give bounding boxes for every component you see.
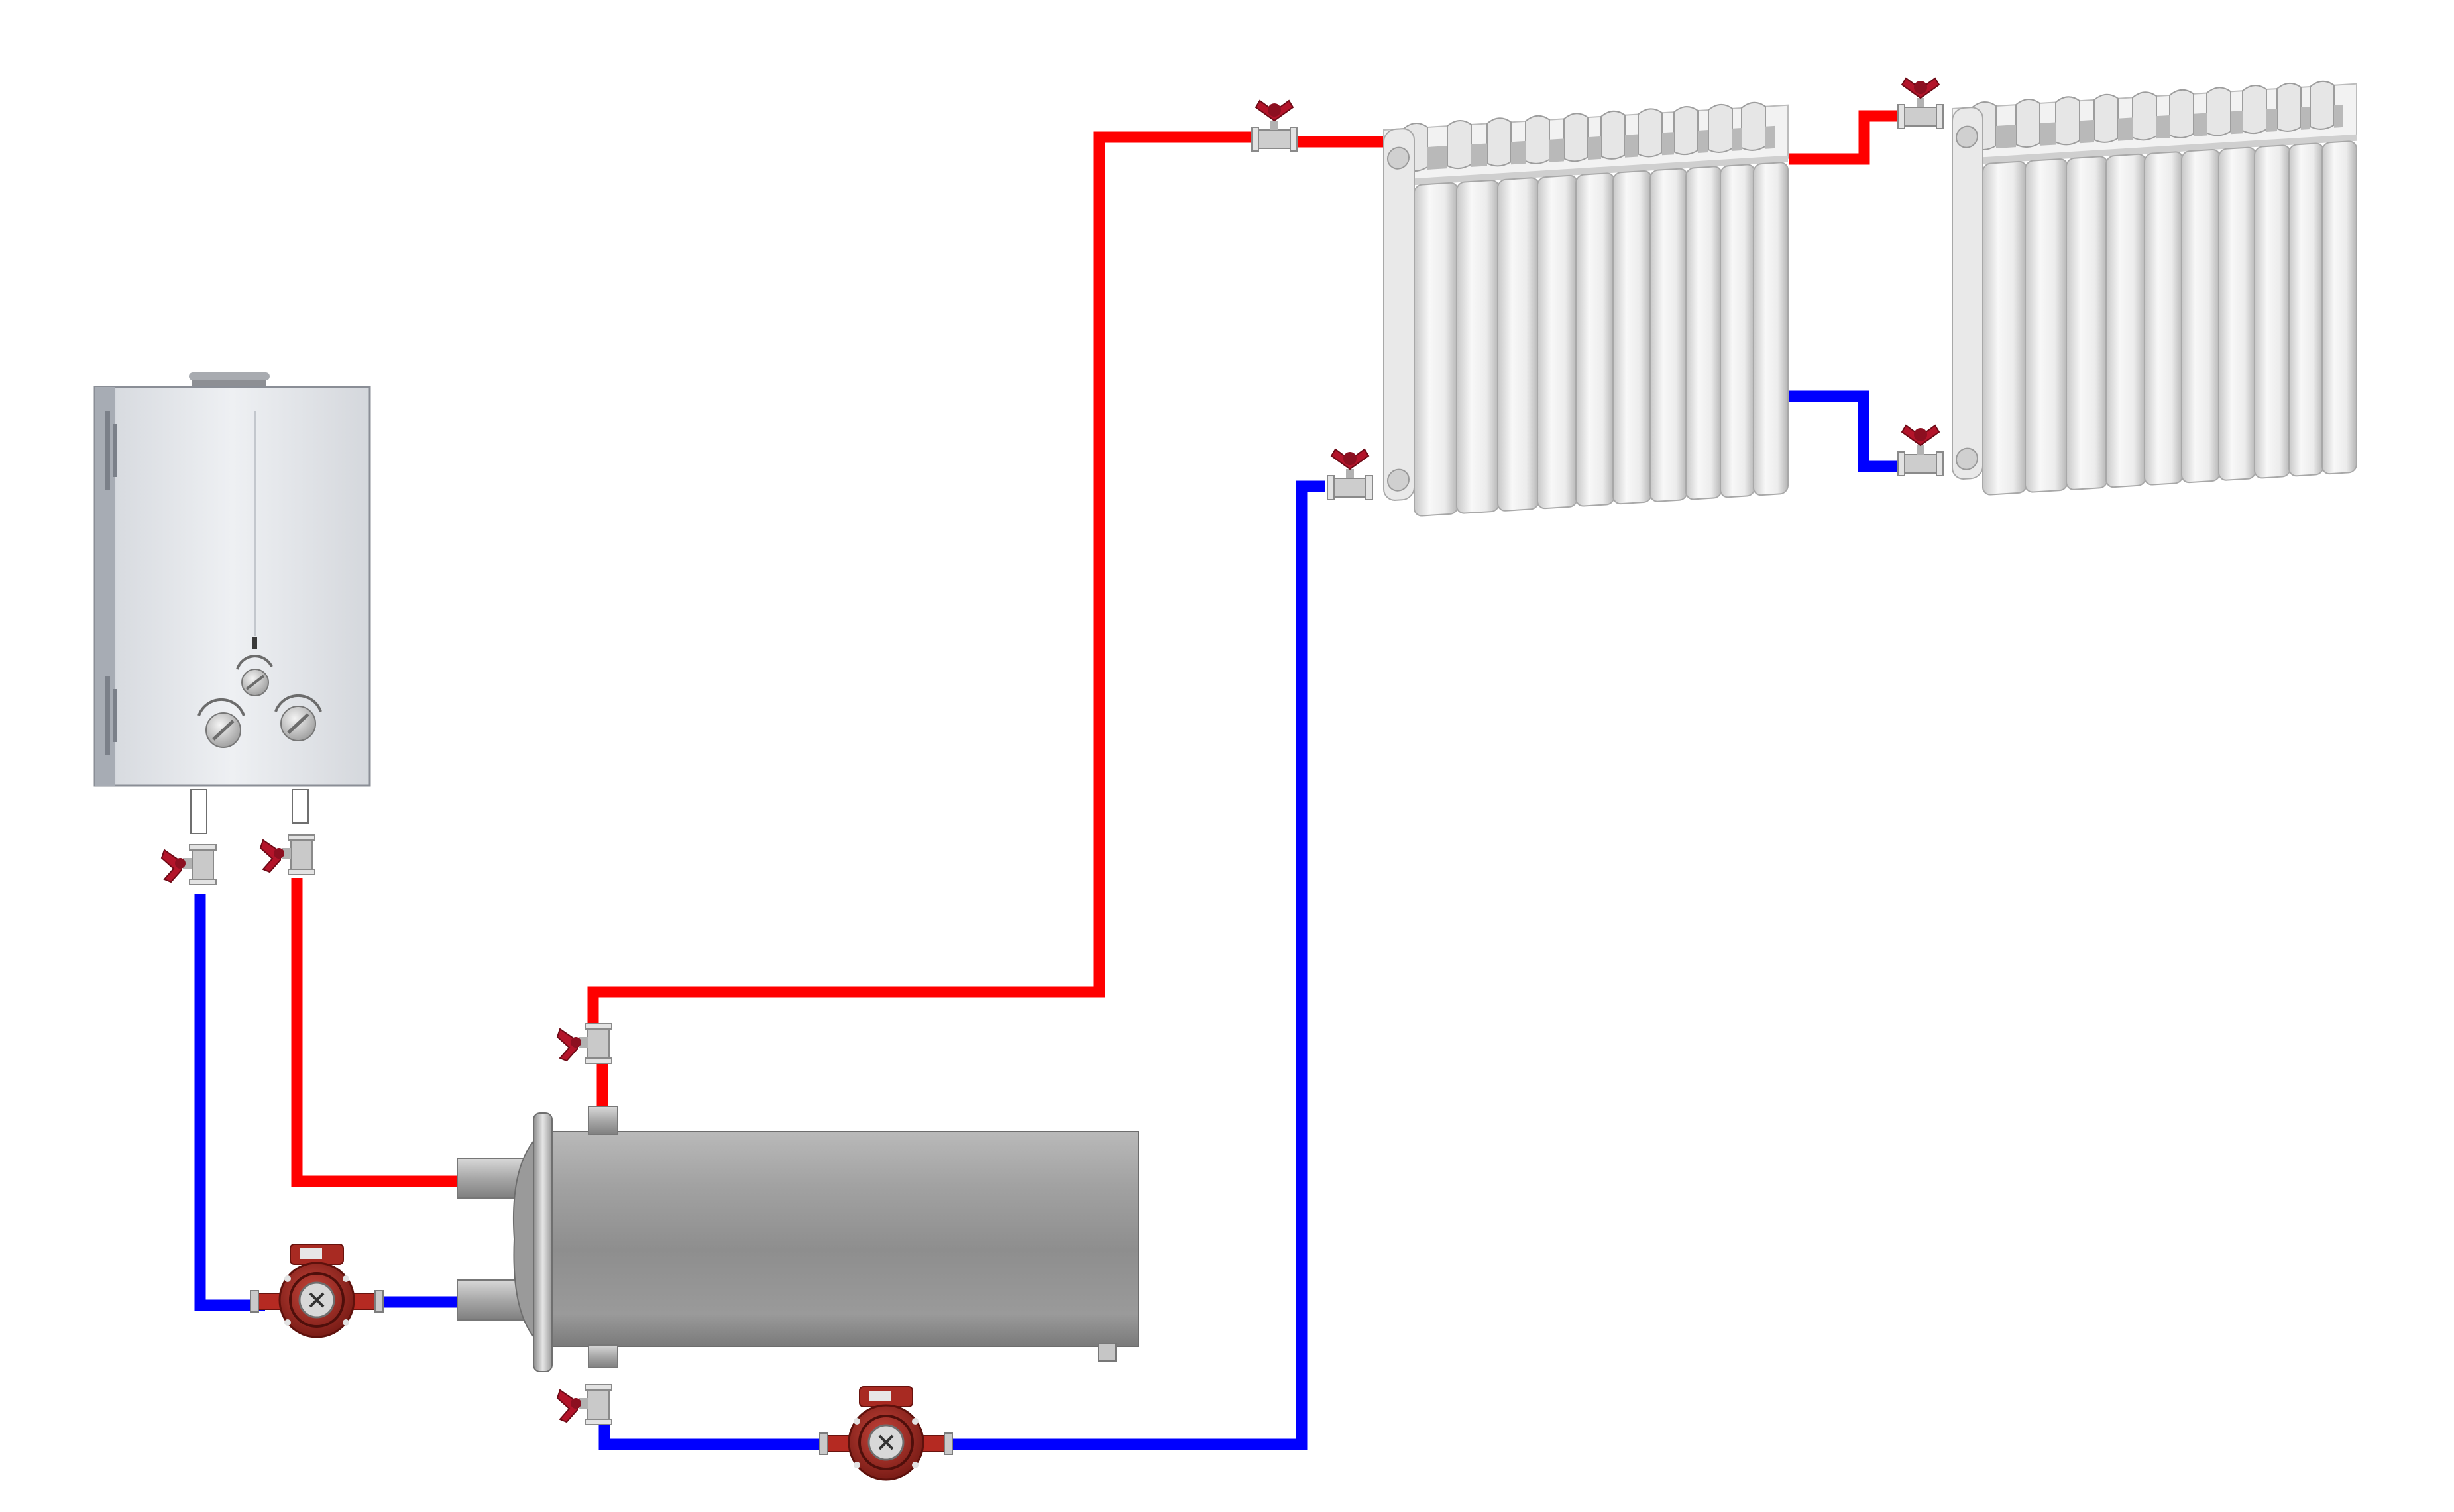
return-pipe-to-radiator <box>941 480 1325 1450</box>
radiator-icon <box>1952 78 2357 498</box>
ball-valve-icon <box>1327 449 1373 500</box>
ball-valve-icon <box>1897 78 1944 129</box>
return-pipe-boiler <box>194 894 265 1311</box>
ball-valve-icon <box>1897 425 1944 476</box>
supply-pipe-tank-to-radiator <box>587 131 1253 1107</box>
circulation-pump-icon <box>818 1385 954 1481</box>
supply-pipe-boiler-to-tank <box>291 878 457 1187</box>
ball-valve-icon <box>1251 100 1298 152</box>
supply-pipe-radiator-to-radiator <box>1789 110 1897 165</box>
ball-valve-icon <box>557 1023 612 1064</box>
ball-valve-icon <box>557 1384 612 1425</box>
cylinder-tank-icon <box>457 1106 1139 1372</box>
ball-valve-icon <box>161 844 217 885</box>
return-pipe-radiator-to-radiator <box>1789 390 1899 472</box>
circulation-pump-icon <box>249 1243 384 1338</box>
return-pipe-tank-bottom <box>598 1421 832 1450</box>
ball-valve-icon <box>260 834 315 875</box>
radiator-icon <box>1383 99 1789 519</box>
gas-water-heater-icon <box>93 372 371 834</box>
